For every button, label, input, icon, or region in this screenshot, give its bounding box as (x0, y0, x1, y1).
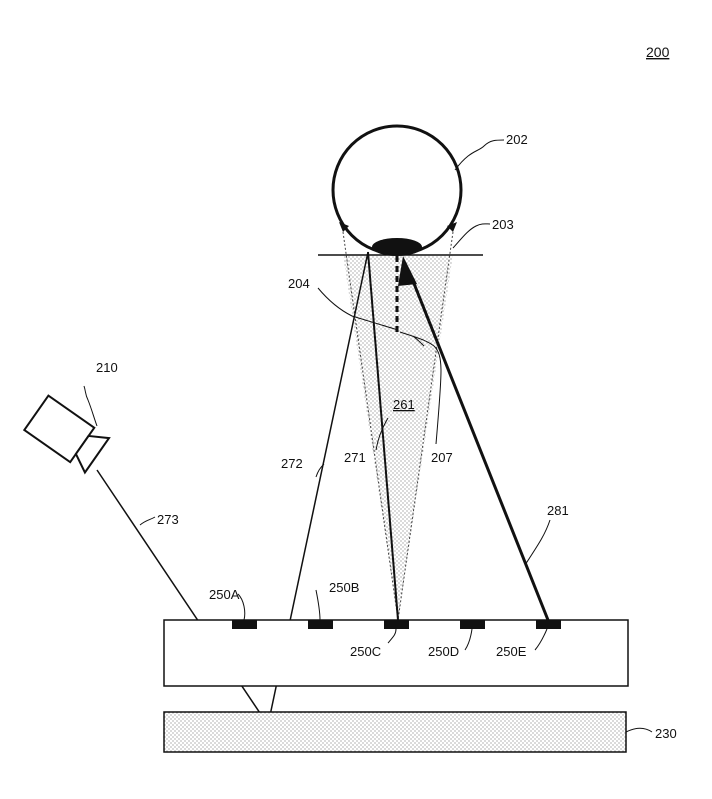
cone-edge-right (397, 231, 454, 621)
label-axis: 204 (288, 276, 310, 291)
figure-number: 200 (646, 44, 670, 60)
label-light-d: 250D (428, 644, 459, 659)
cornea-spot (372, 238, 422, 256)
light-source-250c (384, 620, 409, 629)
light-source-250b (308, 620, 333, 629)
label-light-c: 250C (350, 644, 381, 659)
camera (22, 394, 111, 475)
light-source-250a (232, 620, 257, 629)
ray-271 (367, 251, 399, 621)
label-reflector: 230 (655, 726, 677, 741)
reflector (163, 711, 627, 753)
label-ray-271: 271 (344, 450, 366, 465)
eyeball (331, 124, 463, 256)
eye-arrow-right (447, 222, 457, 232)
label-light-e: 250E (496, 644, 527, 659)
eye-arrow-left (339, 222, 349, 232)
light-cone (343, 254, 453, 620)
ray-281-arrowhead (398, 256, 417, 286)
leader-lines (83, 139, 653, 733)
label-camera: 210 (96, 360, 118, 375)
label-cone: 261 (393, 397, 415, 412)
label-lens-plane: 203 (492, 217, 514, 232)
label-gaze-vector: 207 (431, 450, 453, 465)
cone-edge-left (342, 231, 399, 621)
light-source-250e (536, 620, 561, 629)
label-eye: 202 (506, 132, 528, 147)
label-ray-281: 281 (547, 503, 569, 518)
ray-281 (409, 275, 550, 621)
label-light-b: 250B (329, 580, 359, 595)
light-source-250d (460, 620, 485, 629)
label-ray-272: 272 (281, 456, 303, 471)
label-ray-273: 273 (157, 512, 179, 527)
label-light-a: 250A (209, 587, 240, 602)
